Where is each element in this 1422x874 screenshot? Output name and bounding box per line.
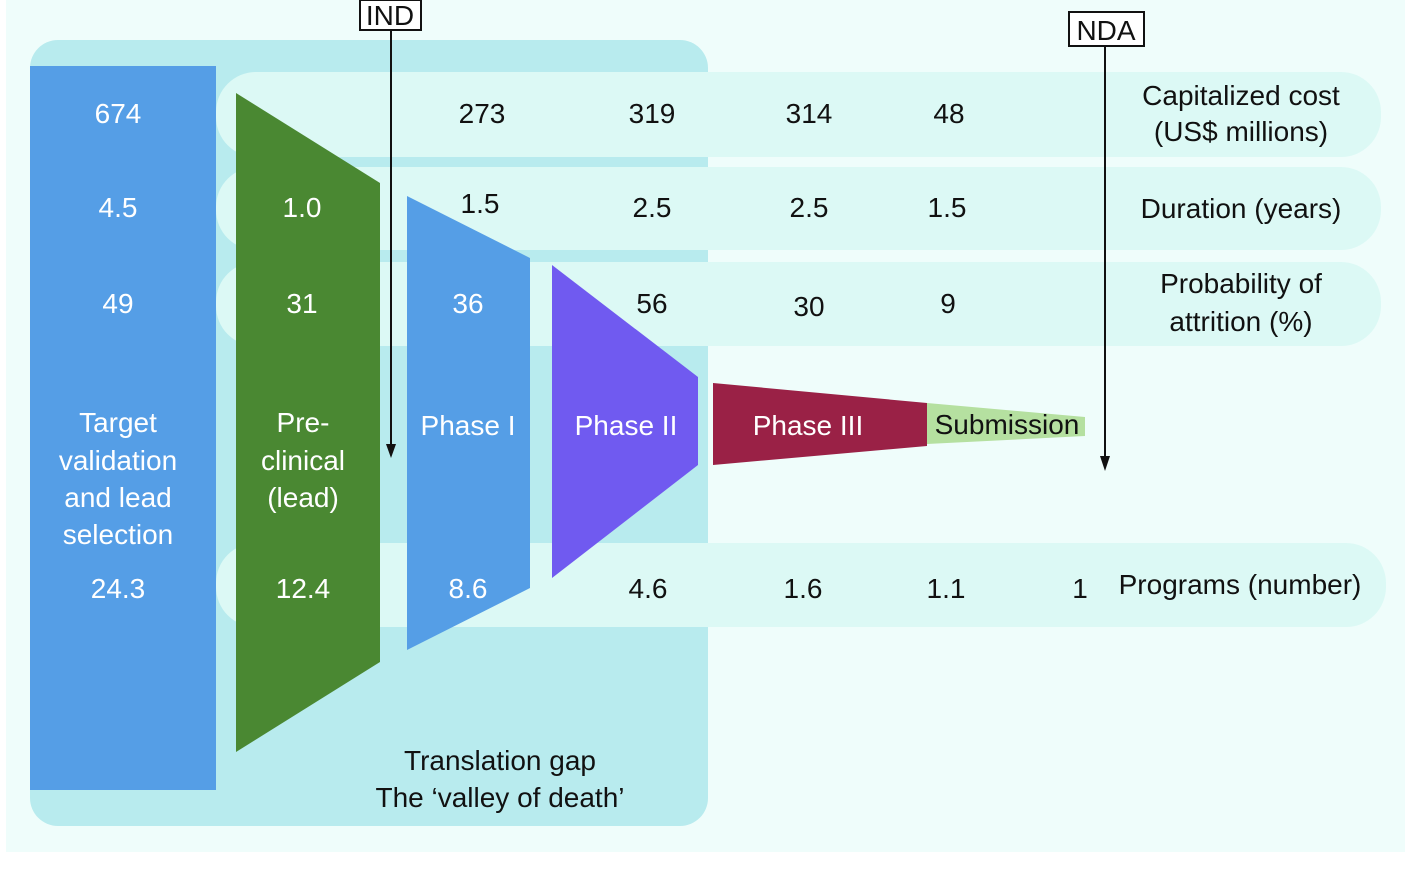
phase3-duration: 2.5 <box>790 192 829 223</box>
target-label-1: Target <box>79 407 157 438</box>
phase1-label: Phase I <box>421 410 516 441</box>
submission-stage <box>927 403 1085 444</box>
preclinical-label-3: (lead) <box>267 482 339 513</box>
target-duration: 4.5 <box>99 192 138 223</box>
attrition-row-label-units: attrition (%) <box>1169 306 1312 337</box>
phase2-label: Phase II <box>575 410 678 441</box>
final-programs: 1 <box>1072 573 1088 604</box>
phase3-cost: 48 <box>933 98 964 129</box>
valley-of-death-label: The ‘valley of death’ <box>375 782 624 813</box>
target-programs: 24.3 <box>91 573 146 604</box>
target-label-2: validation <box>59 445 177 476</box>
cost-row-label-units: (US$ millions) <box>1154 116 1328 147</box>
cost-row-band <box>216 72 1381 157</box>
cost-row-label: Capitalized cost <box>1142 80 1340 111</box>
phase2-attrition: 56 <box>636 288 667 319</box>
target-attrition: 49 <box>102 288 133 319</box>
phase3-attrition: 30 <box>793 291 824 322</box>
programs-row-label: Programs (number) <box>1119 569 1362 600</box>
nda-marker-box <box>1068 11 1145 47</box>
duration-row-band <box>216 167 1381 250</box>
phase3-label: Phase III <box>753 410 864 441</box>
submission-label: Submission <box>935 409 1080 440</box>
ind-arrow-head-icon <box>386 444 396 458</box>
duration-row-label: Duration (years) <box>1141 193 1342 224</box>
phase2-programs: 4.6 <box>629 573 668 604</box>
phase1-cost: 319 <box>629 98 676 129</box>
phase1-stage <box>407 196 530 650</box>
preclinical-label-1: Pre- <box>277 407 330 438</box>
nda-label: NDA <box>1076 15 1135 46</box>
preclinical-attrition: 31 <box>286 288 317 319</box>
preclinical-duration: 1.0 <box>283 192 322 223</box>
target-label-4: selection <box>63 519 174 550</box>
target-validation-stage <box>30 66 216 790</box>
ind-label: IND <box>366 0 414 31</box>
attrition-row-label: Probability of <box>1160 268 1322 299</box>
target-label-3: and lead <box>64 482 171 513</box>
ind-marker-box <box>359 0 422 31</box>
preclinical-cost: 273 <box>459 98 506 129</box>
submission-programs: 1.1 <box>927 573 966 604</box>
submission-attrition: 9 <box>940 288 956 319</box>
phase2-stage <box>552 265 698 578</box>
phase1-programs: 8.6 <box>449 573 488 604</box>
nda-arrow-head-icon <box>1100 456 1110 471</box>
phase2-cost: 314 <box>786 98 833 129</box>
submission-duration: 1.5 <box>928 192 967 223</box>
translation-gap-label: Translation gap <box>404 745 596 776</box>
preclinical-label-2: clinical <box>261 445 345 476</box>
phase3-programs: 1.6 <box>784 573 823 604</box>
target-cost: 674 <box>95 98 142 129</box>
phase1-attrition: 36 <box>452 288 483 319</box>
preclinical-stage <box>236 93 380 752</box>
phase3-stage <box>713 383 927 465</box>
phase2-duration: 2.5 <box>633 192 672 223</box>
preclinical-programs: 12.4 <box>276 573 331 604</box>
phase1-duration: 1.5 <box>461 188 500 219</box>
